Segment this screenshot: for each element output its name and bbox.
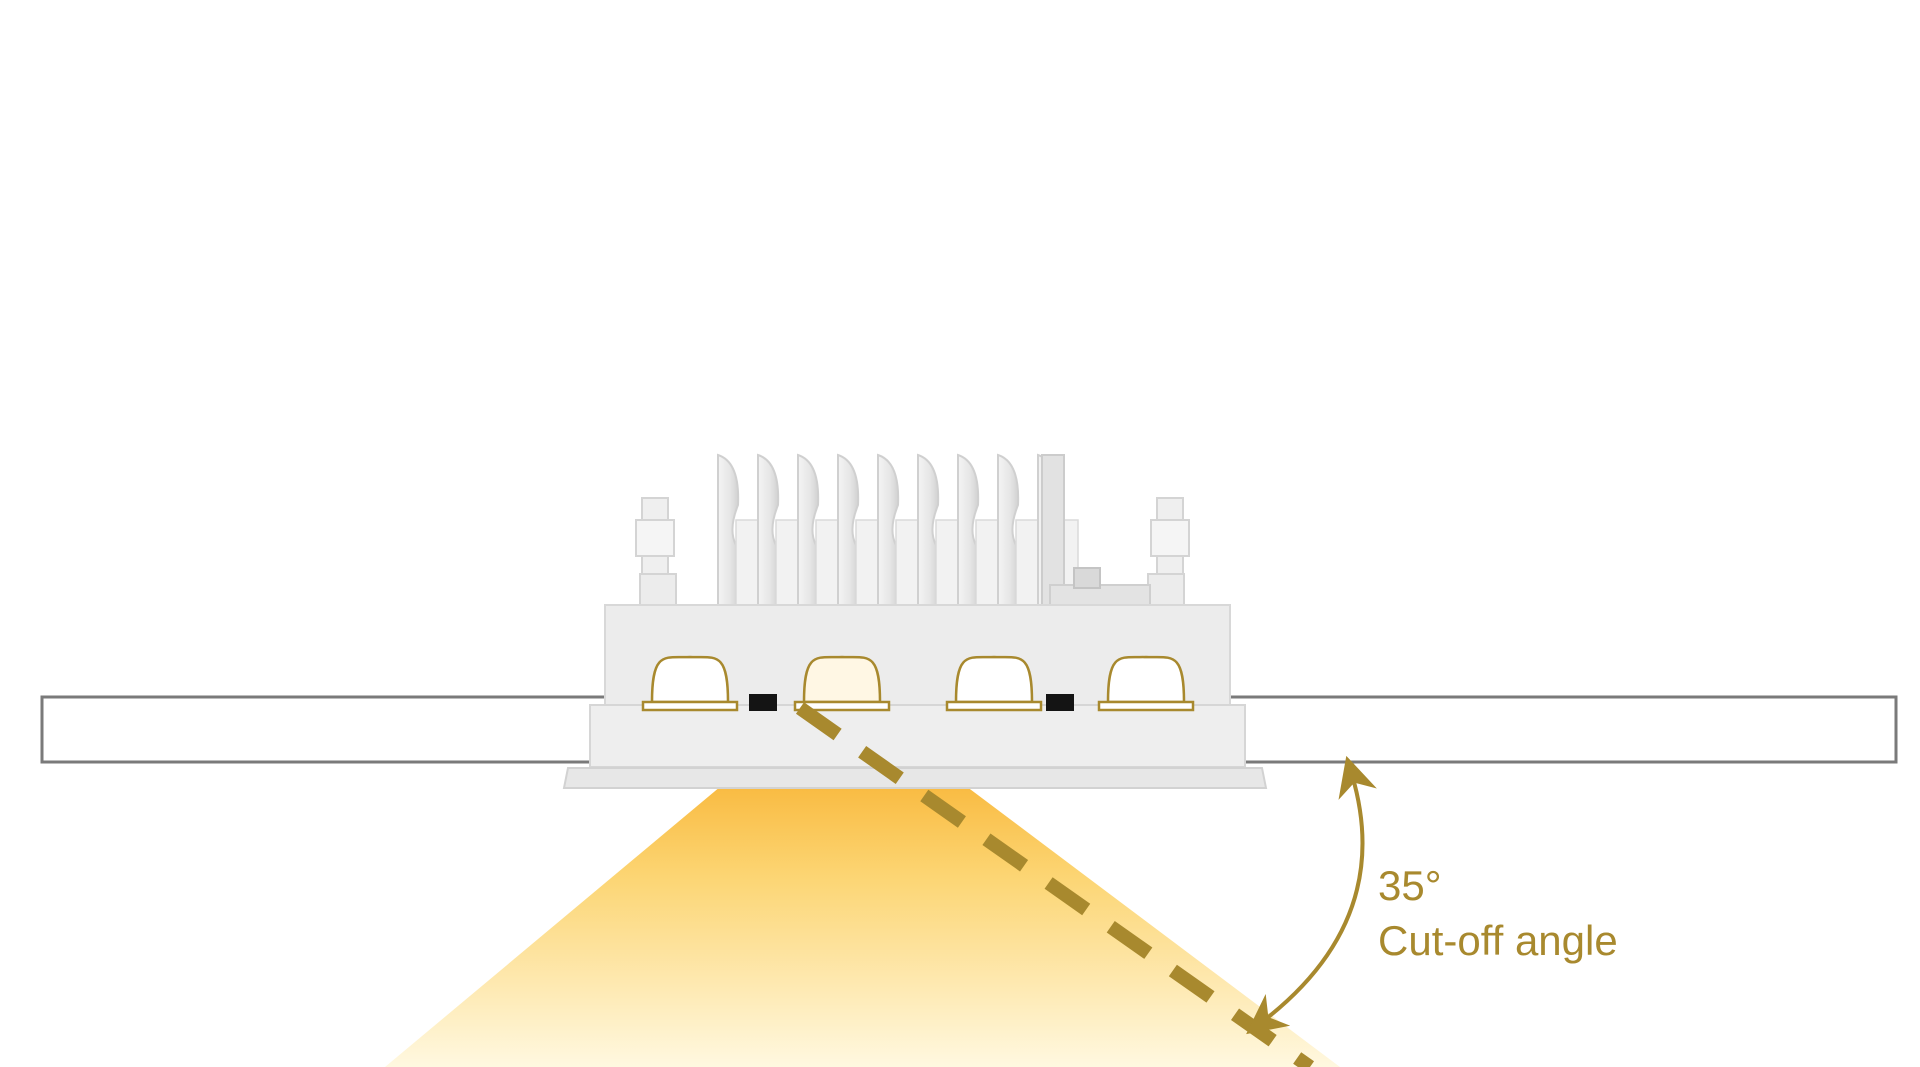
led-lens (650, 655, 730, 704)
heat-sink-fin (957, 453, 980, 611)
led-base (793, 700, 891, 712)
angle-arc (1246, 755, 1377, 1035)
heat-sink-fin-gap (775, 519, 799, 611)
heat-sink-fin (757, 453, 780, 611)
led-base (641, 700, 739, 712)
heat-sink-fin (717, 453, 740, 611)
angle-caption-label: Cut-off angle (1378, 917, 1618, 964)
heat-sink-fin-gap (1015, 519, 1039, 611)
housing-lower (589, 704, 1246, 768)
heat-sink-fin (997, 453, 1020, 611)
sensor-window (749, 694, 777, 711)
heat-sink-fin-gap (815, 519, 839, 611)
heat-sink-fin (797, 453, 820, 611)
heat-sink-fin-gap (735, 519, 759, 611)
led-row (641, 655, 1195, 712)
heat-sink-fin-gap (975, 519, 999, 611)
downlight-fixture (562, 453, 1268, 789)
angle-value-label: 35° (1378, 862, 1442, 909)
heat-sink-fin-gap (935, 519, 959, 611)
mounting-clip-right (1147, 497, 1190, 611)
heat-sink-fin (837, 453, 860, 611)
heat-sink (717, 453, 1079, 611)
trim-flange (562, 767, 1268, 789)
light-beam (385, 720, 1340, 1067)
heat-sink-fin-gap (855, 519, 879, 611)
heat-sink-fin-gap (895, 519, 919, 611)
led-lens (802, 655, 882, 704)
heat-sink-fin (877, 453, 900, 611)
led-lens (954, 655, 1034, 704)
sensor-window (1046, 694, 1074, 711)
led-base (945, 700, 1043, 712)
mounting-clip-left (635, 497, 677, 611)
heat-sink-fin (917, 453, 940, 611)
cutoff-line (795, 702, 1315, 1067)
led-base (1097, 700, 1195, 712)
led-lens (1106, 655, 1186, 704)
